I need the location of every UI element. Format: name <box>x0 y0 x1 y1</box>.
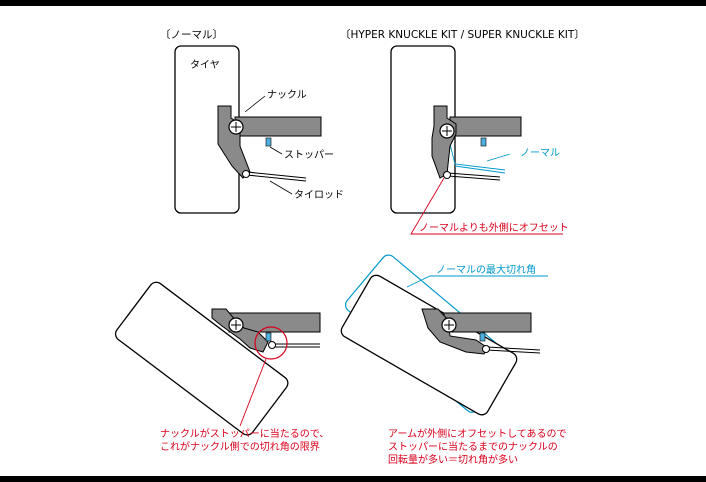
stopper-label: ストッパー <box>284 149 334 161</box>
offset-note: ノーマルよりも外側にオフセット <box>419 221 569 234</box>
kit-turned-note-1: アームが外側にオフセットしてあるので <box>388 427 567 440</box>
panel-normal-turned: ナックルがストッパーに当たるので、 これがナックル側での切れ角の限界 <box>114 281 329 453</box>
stopper-icon <box>265 137 272 147</box>
panel-kit-turned: ノーマルの最大切れ角 アームが外側にオフセットしてあるので ストッパーに当たるま… <box>340 254 567 466</box>
kit-turned-note-2: ストッパーに当たるまでのナックルの <box>388 440 558 453</box>
normal-outline <box>447 135 506 171</box>
knuckle-shape <box>217 105 251 179</box>
tierod-joint-icon <box>242 170 250 178</box>
stopper-icon-kit <box>480 137 487 147</box>
diagram-canvas: 〔ノーマル〕 タイヤ ナックル ストッパー タイロッド 〔HYPER KNUCK… <box>0 6 706 476</box>
contact-highlight <box>254 326 288 360</box>
normal-turned-note-2: これがナックル側での切れ角の限界 <box>160 440 320 453</box>
steering-diagram: 〔ノーマル〕 タイヤ ナックル ストッパー タイロッド 〔HYPER KNUCK… <box>114 28 585 466</box>
knuckle-label: ナックル <box>267 89 307 101</box>
tire-turned <box>114 281 289 436</box>
tierod-joint-icon-kit <box>443 171 451 179</box>
panel-normal: 〔ノーマル〕 タイヤ ナックル ストッパー タイロッド <box>160 28 344 214</box>
max-angle-label: ノーマルの最大切れ角 <box>436 263 536 276</box>
kit-turned-note-3: 回転量が多い＝切れ角が多い <box>388 453 518 466</box>
panel-kit: 〔HYPER KNUCKLE KIT / SUPER KNUCKLE KIT〕 … <box>340 28 585 235</box>
tierod-label: タイロッド <box>294 189 344 201</box>
normal-turned-note-1: ナックルがストッパーに当たるので、 <box>160 427 329 440</box>
stopper-icon-turned-kit <box>479 332 486 342</box>
arm-shape <box>234 116 322 137</box>
tire-label: タイヤ <box>190 59 220 71</box>
kit-heading: 〔HYPER KNUCKLE KIT / SUPER KNUCKLE KIT〕 <box>340 28 585 41</box>
arm-turned-kit <box>443 312 532 333</box>
knuckle-shape-kit <box>431 105 457 179</box>
normal-heading: 〔ノーマル〕 <box>160 28 223 41</box>
normal-outline-label: ノーマル <box>520 148 560 159</box>
stopper-icon-turned <box>265 332 272 342</box>
arm-shape-kit <box>449 116 522 137</box>
tierod-joint-turned <box>268 341 276 349</box>
tierod-joint-turned-kit <box>482 345 490 353</box>
tire-turned-kit <box>340 274 518 416</box>
